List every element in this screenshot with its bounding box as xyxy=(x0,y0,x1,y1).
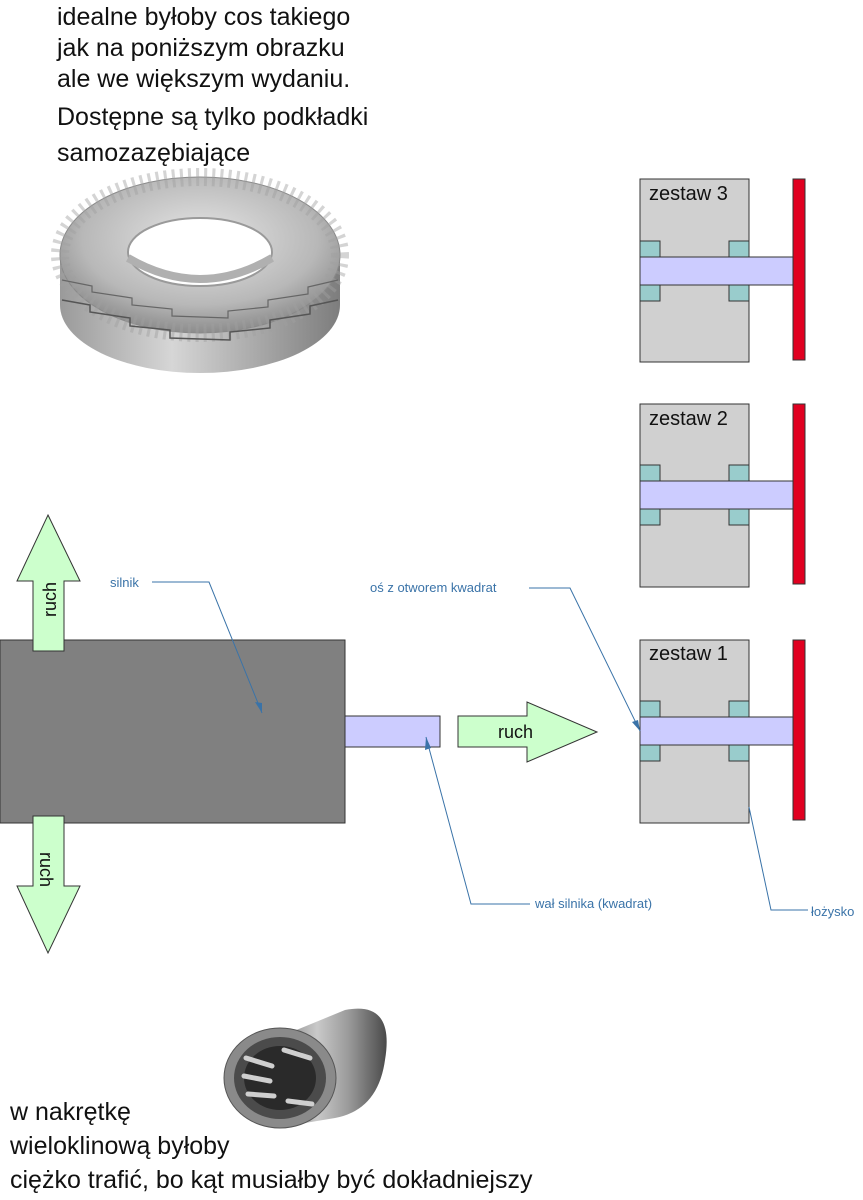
intro-line: samozazębiające xyxy=(57,139,250,167)
splined-nut-image xyxy=(223,1008,387,1129)
intro-text-block: idealne byłoby cos takiego jak na poniżs… xyxy=(56,3,368,167)
set-1-label: zestaw 1 xyxy=(649,643,728,665)
motor xyxy=(0,639,441,824)
assembly-set-2: zestaw 2 xyxy=(639,403,806,588)
assembly-set-3: zestaw 3 xyxy=(639,178,806,363)
axle xyxy=(639,256,794,286)
bearing-block xyxy=(728,508,750,526)
set-2-label: zestaw 2 xyxy=(649,408,728,430)
callout-motor: silnik xyxy=(110,575,263,714)
callout-shaft: wał silnika (kwadrat) xyxy=(425,736,652,911)
set-3-label: zestaw 3 xyxy=(649,183,728,205)
move-down-arrow: ruch xyxy=(16,815,81,955)
bearing-block xyxy=(639,700,661,718)
bearing-block xyxy=(728,700,750,718)
mounting-plate xyxy=(792,178,806,361)
intro-line: jak na poniższym obrazku xyxy=(56,34,345,62)
callout-axle-label: oś z otworem kwadrat xyxy=(370,580,497,595)
callout-bearing: łożysko xyxy=(748,806,854,919)
intro-line: ale we większym wydaniu. xyxy=(57,65,350,93)
motor-body xyxy=(0,639,346,824)
bottom-line: w nakrętkę xyxy=(9,1098,131,1126)
serrated-washer-image xyxy=(51,168,349,373)
move-down-label: ruch xyxy=(36,852,56,887)
bearing-block xyxy=(728,284,750,302)
move-up-label: ruch xyxy=(40,582,60,617)
bearing-block xyxy=(639,744,661,762)
bearing-block xyxy=(639,508,661,526)
bottom-line: ciężko trafić, bo kąt musiałby być dokła… xyxy=(10,1166,533,1194)
move-right-arrow: ruch xyxy=(457,701,599,763)
bearing-block xyxy=(728,744,750,762)
bottom-line: wieloklinową byłoby xyxy=(9,1132,230,1160)
callout-motor-label: silnik xyxy=(110,575,139,590)
axle xyxy=(639,480,794,510)
bearing-block xyxy=(639,284,661,302)
motor-shaft xyxy=(344,715,441,748)
callout-axle: oś z otworem kwadrat xyxy=(370,580,641,732)
move-right-label: ruch xyxy=(498,722,533,742)
bearing-block xyxy=(728,240,750,258)
callout-bearing-label: łożysko xyxy=(811,904,854,919)
bearing-block xyxy=(728,464,750,482)
bearing-block xyxy=(639,464,661,482)
bottom-text-block: w nakrętkę wieloklinową byłoby ciężko tr… xyxy=(9,1098,533,1194)
assembly-set-1: zestaw 1 xyxy=(639,639,806,824)
mounting-plate xyxy=(792,639,806,821)
intro-line: idealne byłoby cos takiego xyxy=(57,3,350,31)
mounting-plate xyxy=(792,403,806,585)
move-up-arrow: ruch xyxy=(16,513,81,652)
axle xyxy=(639,716,794,746)
bearing-block xyxy=(639,240,661,258)
intro-line: Dostępne są tylko podkładki xyxy=(57,103,368,131)
callout-shaft-label: wał silnika (kwadrat) xyxy=(534,896,652,911)
